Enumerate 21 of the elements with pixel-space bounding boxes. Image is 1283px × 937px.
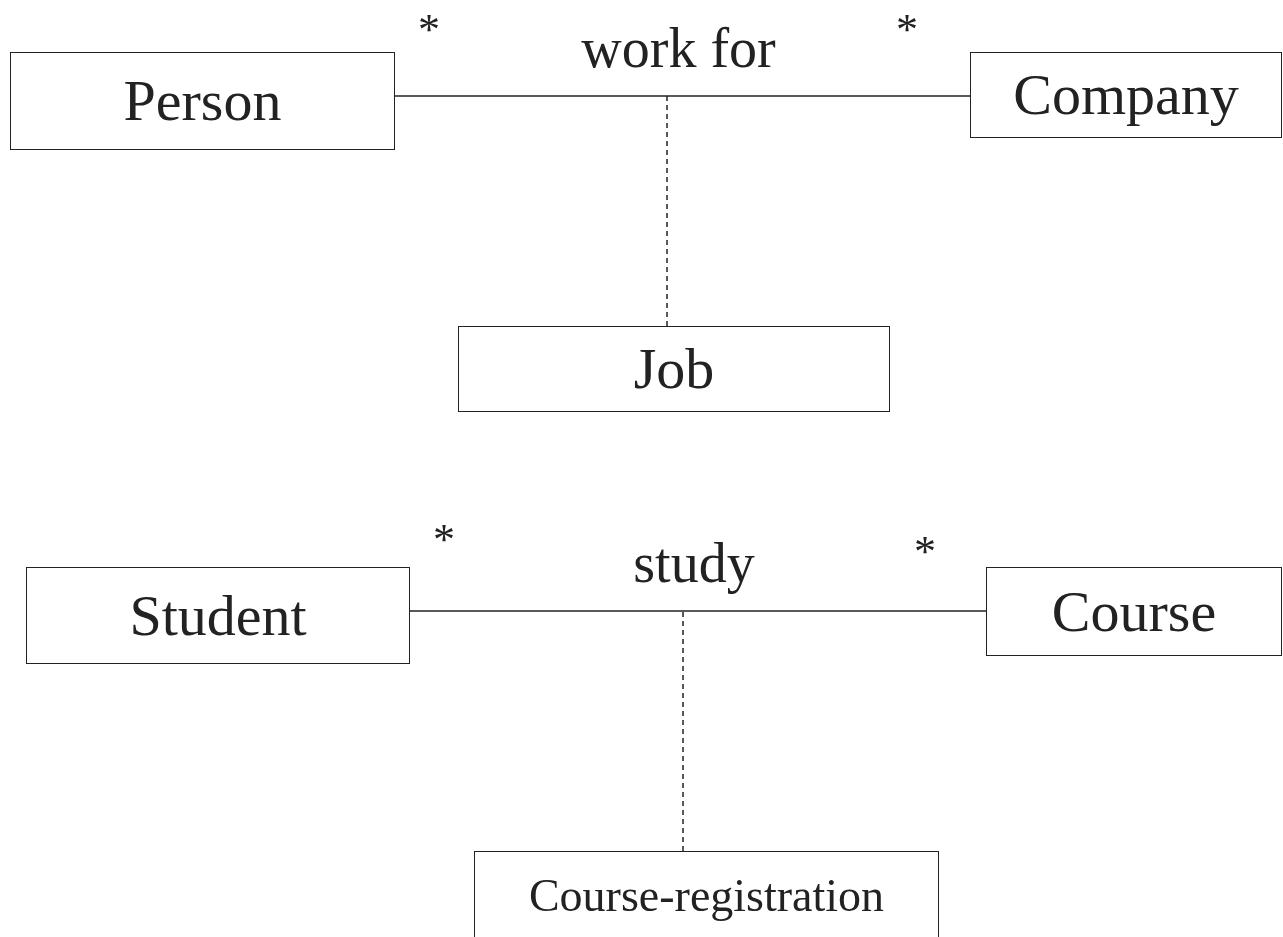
class-box [458, 326, 890, 412]
edge-label: work for [581, 20, 776, 76]
multiplicity-label: * [914, 530, 936, 574]
class-name: Course-registration [528, 873, 885, 919]
class-box [10, 52, 395, 150]
class-name: Course [1051, 582, 1217, 641]
class-name: Person [123, 72, 282, 130]
class-box [26, 567, 410, 664]
class-box [474, 851, 939, 937]
association-line [394, 95, 971, 97]
multiplicity-label: * [896, 8, 918, 52]
class-name: Job [633, 340, 715, 398]
class-box [970, 52, 1282, 138]
dashed-line [682, 610, 684, 852]
class-name: Student [129, 586, 307, 645]
class-name: Company [1013, 66, 1239, 124]
multiplicity-label: * [433, 518, 455, 562]
dashed-line [666, 95, 668, 327]
association-line [409, 610, 987, 612]
multiplicity-label: * [418, 8, 440, 52]
class-box [986, 567, 1282, 656]
